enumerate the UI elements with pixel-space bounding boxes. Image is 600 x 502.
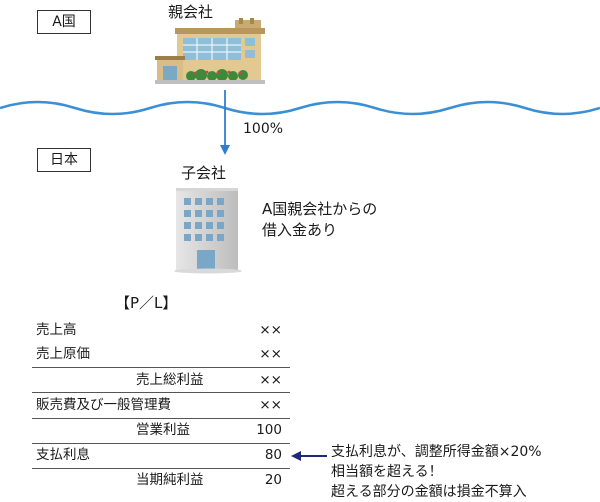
interest-pointer-arrow	[291, 451, 327, 461]
pl-row-label: 営業利益	[136, 422, 190, 438]
country-a-box: A国	[37, 10, 91, 34]
country-a-label: A国	[52, 14, 76, 30]
pl-row-interest-expense: 支払利息 80	[36, 444, 290, 467]
pl-row-label: 販売費及び一般管理費	[36, 397, 171, 413]
pl-row-operating-profit: 営業利益 100	[36, 419, 290, 442]
pl-row-value: 20	[264, 472, 282, 488]
pl-divider	[32, 468, 290, 469]
pl-row-sga: 販売費及び一般管理費 ××	[36, 394, 290, 417]
pl-row-value: ××	[259, 397, 282, 413]
pl-row-sales: 売上高 ××	[36, 319, 290, 342]
pl-row-value: 80	[264, 447, 282, 463]
pl-divider	[32, 367, 290, 368]
pl-row-gross-profit: 売上総利益 ××	[36, 369, 290, 392]
ownership-percentage: 100%	[243, 121, 284, 137]
pl-row-label: 当期純利益	[136, 472, 204, 488]
pl-row-value: 100	[256, 422, 282, 438]
loan-note-line1: A国親会社からの	[262, 200, 378, 218]
ocean-wave	[0, 100, 600, 116]
pl-row-net-income: 当期純利益 20	[36, 469, 290, 492]
pl-row-label: 売上高	[36, 322, 77, 338]
pl-divider	[32, 443, 290, 444]
pl-row-value: ××	[259, 322, 282, 338]
interest-note-line3: 超える部分の金額は損金不算入	[331, 484, 527, 500]
loan-note-line2: 借入金あり	[262, 221, 338, 239]
pl-row-value: ××	[259, 346, 282, 362]
pl-divider	[32, 392, 290, 393]
country-japan-label: 日本	[50, 152, 78, 168]
pl-row-label: 支払利息	[36, 447, 90, 463]
pl-row-label: 売上原価	[36, 346, 90, 362]
interest-note-line1: 支払利息が、調整所得金額×20%	[331, 444, 542, 460]
pl-divider	[32, 418, 290, 419]
pl-row-cost-of-sales: 売上原価 ××	[36, 343, 290, 366]
parent-company-label: 親会社	[168, 3, 214, 21]
parent-company-building-icon	[155, 18, 265, 84]
subsidiary-label: 子会社	[181, 164, 227, 182]
interest-note: 支払利息が、調整所得金額×20% 相当額を超える！ 超える部分の金額は損金不算入	[331, 442, 542, 502]
pl-row-label: 売上総利益	[136, 372, 204, 388]
interest-note-line2: 相当額を超える！	[331, 464, 443, 480]
country-japan-box: 日本	[37, 148, 91, 172]
pl-title: 【P／L】	[115, 294, 178, 312]
ownership-arrow	[220, 90, 230, 155]
loan-note: A国親会社からの 借入金あり	[262, 199, 377, 241]
pl-row-value: ××	[259, 372, 282, 388]
subsidiary-building-icon	[174, 188, 242, 274]
